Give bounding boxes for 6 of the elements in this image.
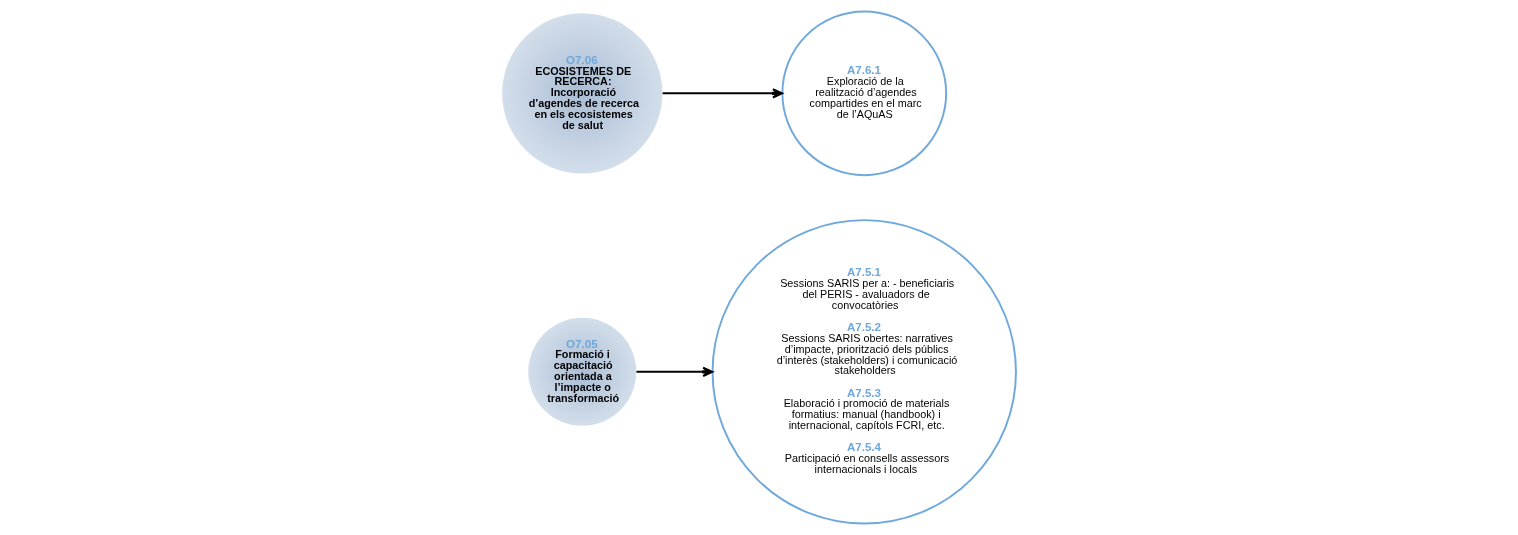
node-circle: A7.5.1 Sessions SARIS per a: - beneficiaris del PERIS - avaluadors de convocatòries A7.5.2 Sessions SARIS obertes: narratives d’impacte, priorització dels públics d’interès (stakeholders) i comunicació stakeholders A7.5.3 Elaboració i promoció de materials formatius: manual (handbook) i internacional, capítols FCRI, etc. A7.5.4 Participació en consells assessors internacionals i locals	[711, 219, 1017, 525]
arrow	[635, 366, 714, 377]
arrow	[661, 88, 784, 99]
node-circle: O7.06 ECOSISTEMES DE RECERCA: Incorporació d’agendes de recerca en els ecosistemes de salut	[502, 13, 663, 174]
node-circle: A7.6.1 Exploració de la realització d’agendes compartides en el marc de l’AQuAS	[781, 10, 948, 177]
node-circle: O7.05 Formació i capacitació orientada a l’impacte o transformació	[528, 317, 637, 426]
